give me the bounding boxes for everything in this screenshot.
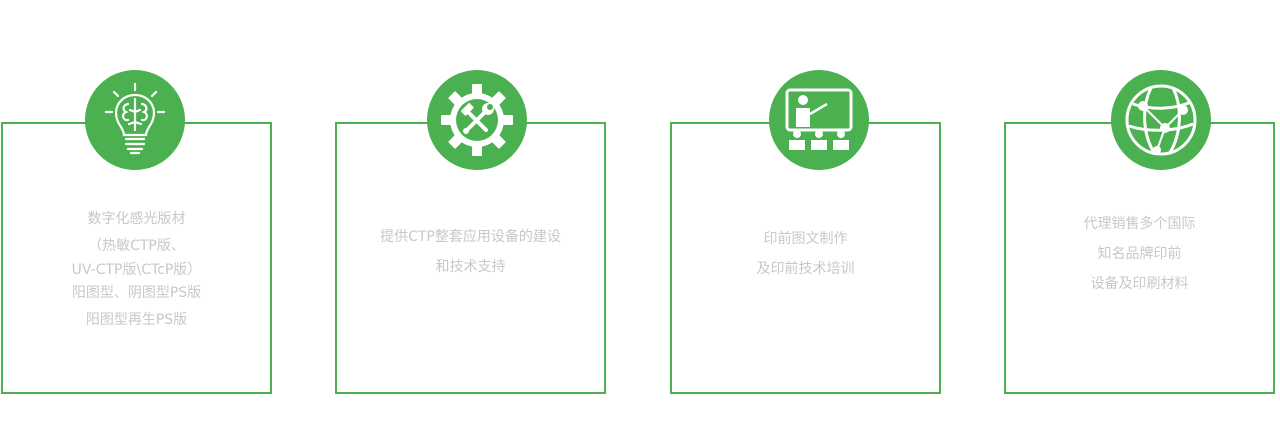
card-line: 代理销售多个国际 bbox=[1083, 216, 1196, 232]
card-description: 印前图文制作 及印前技术培训 bbox=[672, 224, 939, 284]
card-line: 阳图型再生PS版 bbox=[85, 312, 188, 328]
gear-tools-icon bbox=[427, 70, 527, 170]
card-line: 阳图型、阴图型PS版 bbox=[71, 285, 202, 301]
global-network-icon bbox=[1111, 70, 1211, 170]
card-description: 提供CTP整套应用设备的建设 和技术支持 bbox=[337, 222, 604, 282]
card-line: 和技术支持 bbox=[435, 259, 506, 275]
card-description: 代理销售多个国际 知名品牌印前 设备及印刷材料 bbox=[1006, 209, 1273, 299]
card-line: 设备及印刷材料 bbox=[1090, 276, 1189, 292]
card-line: （热敏CTP版、 bbox=[88, 238, 185, 254]
card-line: 印前图文制作 bbox=[763, 231, 848, 247]
card-line: 及印前技术培训 bbox=[756, 261, 855, 277]
service-card-agency-sales: 代理销售多个国际 知名品牌印前 设备及印刷材料 bbox=[1004, 122, 1275, 394]
card-description: 数字化感光版材 （热敏CTP版、 UV-CTP版\CTcP版） 阳图型、阴图型P… bbox=[3, 206, 270, 334]
card-line: 数字化感光版材 bbox=[87, 211, 186, 227]
lightbulb-brain-icon bbox=[85, 70, 185, 170]
card-line: 提供CTP整套应用设备的建设 bbox=[380, 229, 561, 245]
card-line: UV-CTP版\CTcP版） bbox=[71, 262, 202, 278]
training-presentation-icon bbox=[769, 70, 869, 170]
card-line: 知名品牌印前 bbox=[1097, 246, 1182, 262]
